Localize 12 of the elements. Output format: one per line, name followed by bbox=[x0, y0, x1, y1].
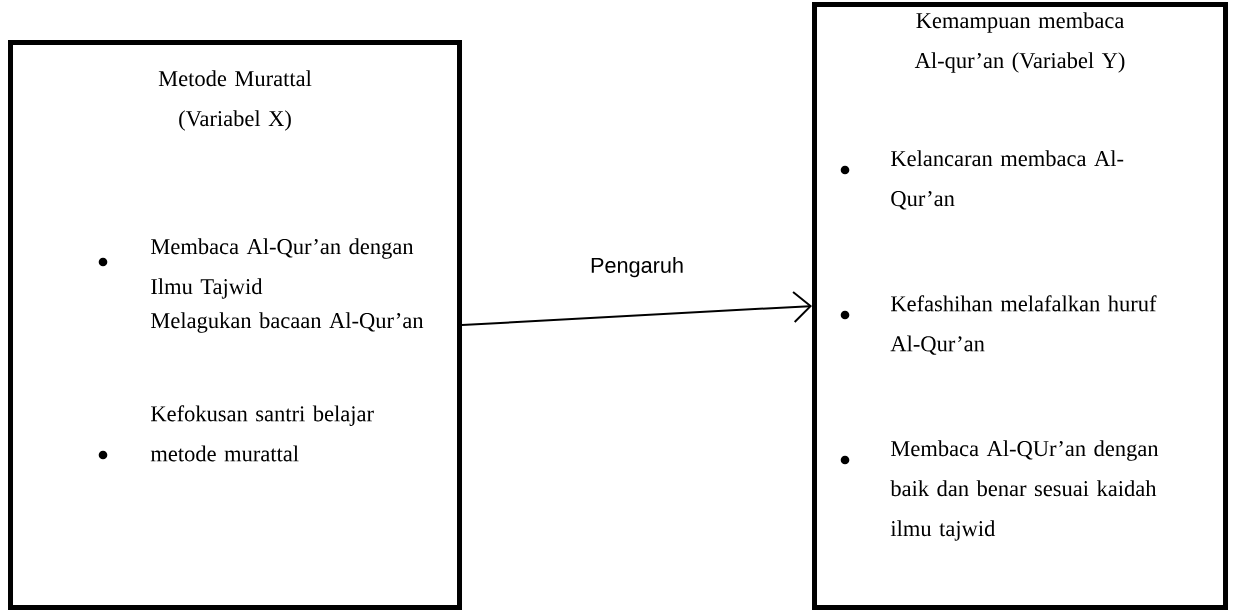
arrow bbox=[461, 291, 812, 326]
bullet-item: Membaca Al-Qur’an dengan Ilmu Tajwid bbox=[151, 238, 414, 299]
bullet-item: Kelancaran membaca Al-Qur’an bbox=[891, 150, 1124, 210]
variable-box bbox=[812, 2, 1228, 610]
variable-box bbox=[8, 40, 462, 610]
edge-label: Pengaruh bbox=[591, 257, 683, 278]
bullet-item: Kefokusan santri belajar metode murattal bbox=[150, 405, 374, 462]
box-heading: Metode Murattal (Variabel X) bbox=[158, 70, 312, 131]
bullet-item: Melagukan bacaan Al-Qur’an bbox=[151, 312, 424, 333]
bullet-item: Kefashihan melafalkan huruf Al-Qur’an bbox=[890, 295, 1157, 355]
bullet-item: Membaca Al-QUr’an dengan baik dan benar sesuai kaidah ilmu tajwid bbox=[890, 440, 1159, 541]
box-heading: Kemampuan membaca Al-qur’an (Variabel Y) bbox=[914, 12, 1125, 73]
